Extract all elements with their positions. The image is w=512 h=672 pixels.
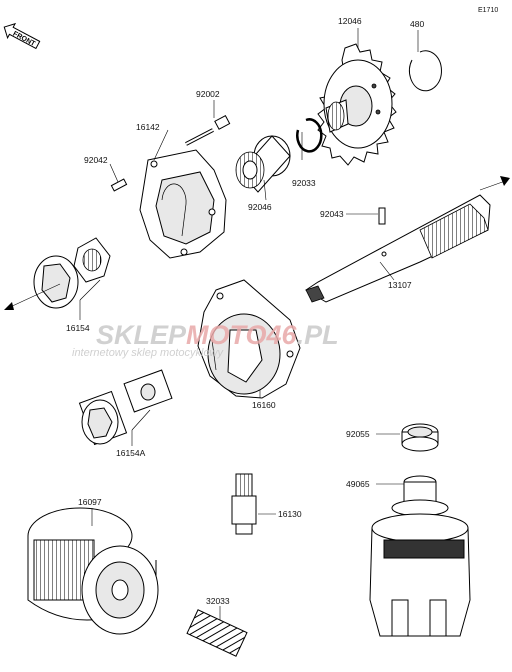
watermark-tagline: internetowy sklep motocyklowy [72, 347, 225, 359]
pump-cover-16142-drawing [139, 149, 227, 259]
filter-wrench-49065-drawing [369, 475, 471, 637]
pin-92043-drawing [378, 207, 386, 225]
bolt-92002-drawing [185, 114, 231, 146]
part-label-92042: 92042 [84, 155, 108, 165]
watermark-brand-part3: .PL [297, 320, 339, 350]
part-label-16097: 16097 [78, 497, 102, 507]
part-labels: 12046 480 92002 16142 92042 92033 92046 … [66, 16, 424, 606]
part-label-16130: 16130 [278, 509, 302, 519]
pump-body-16160-drawing [197, 279, 301, 399]
gear-12046-drawing [317, 43, 397, 166]
watermark-brand-part2: MOTO46 [186, 320, 298, 350]
needle-bearing-92046-drawing [235, 135, 291, 193]
part-label-16154: 16154 [66, 323, 90, 333]
front-arrow-icon: FRONT [3, 22, 41, 50]
diagram-code: E1710 [478, 7, 498, 14]
rotor-set-16154A-drawing [78, 369, 173, 446]
part-label-16154A: 16154A [116, 448, 146, 458]
fitting-16130-drawing [231, 473, 257, 535]
circlip-480-drawing [408, 50, 442, 92]
part-label-92043: 92043 [320, 209, 344, 219]
part-label-92002: 92002 [196, 89, 220, 99]
dowel-pin-92042-drawing [110, 178, 128, 192]
part-label-16142: 16142 [136, 122, 160, 132]
oil-filter-16097-drawing [27, 507, 159, 635]
part-label-16160: 16160 [252, 400, 276, 410]
cap-92055-drawing [401, 423, 439, 452]
part-label-92033: 92033 [292, 178, 316, 188]
spring-32033-drawing [186, 609, 248, 657]
watermark-brand-part1: SKLEP [96, 320, 187, 350]
leader-lines [79, 28, 419, 620]
part-label-12046: 12046 [338, 16, 362, 26]
part-label-92046: 92046 [248, 202, 272, 212]
part-label-480: 480 [410, 19, 424, 29]
shaft-13107-drawing [305, 194, 491, 303]
part-label-13107: 13107 [388, 280, 412, 290]
part-label-49065: 49065 [346, 479, 370, 489]
circlip-92033-drawing [296, 118, 323, 153]
part-label-32033: 32033 [206, 596, 230, 606]
assembly-axis-lines [4, 176, 510, 310]
svg-text:SKLEPMOTO46.PL: SKLEPMOTO46.PL [96, 320, 339, 350]
rotor-set-16154-drawing [33, 237, 111, 309]
watermark: SKLEPMOTO46.PL internetowy sklep motocyk… [72, 320, 339, 359]
part-label-92055: 92055 [346, 429, 370, 439]
